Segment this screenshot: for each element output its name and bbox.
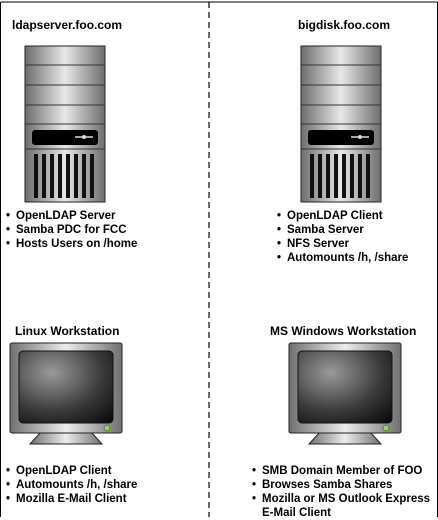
list-item: Automounts /h, /share <box>277 251 408 265</box>
list-item: Samba Server <box>277 223 408 237</box>
monitor-icon <box>9 342 123 445</box>
list-item: OpenLDAP Client <box>6 464 137 478</box>
list-item-continuation: E-Mail Client <box>262 507 332 519</box>
list-item: Automounts /h, /share <box>6 478 137 492</box>
power-led-icon <box>382 424 390 432</box>
list-item: SMB Domain Member of FOO <box>252 464 430 478</box>
server-hostname: ldapserver.foo.com <box>12 18 123 32</box>
power-led-icon <box>103 424 111 432</box>
list-item: Browses Samba Shares <box>252 478 430 492</box>
list-item: Mozilla or MS Outlook Express E-Mail Cli… <box>252 492 430 520</box>
workstation-title: MS Windows Workstation <box>270 324 417 338</box>
list-item: Mozilla E-Mail Client <box>6 492 137 506</box>
list-item: OpenLDAP Client <box>277 209 408 223</box>
server-tower-icon <box>24 45 106 203</box>
server-feature-list: OpenLDAP Client Samba Server NFS Server … <box>277 209 408 265</box>
workstation-feature-list: SMB Domain Member of FOO Browses Samba S… <box>252 464 430 520</box>
server-hostname: bigdisk.foo.com <box>298 18 391 32</box>
server-tower-icon <box>300 45 382 203</box>
monitor-icon <box>288 342 402 445</box>
list-item: NFS Server <box>277 237 408 251</box>
list-item: Hosts Users on /home <box>6 237 137 251</box>
list-item-text: Mozilla or MS Outlook Express <box>262 493 431 505</box>
workstation-title: Linux Workstation <box>15 324 120 338</box>
list-item: OpenLDAP Server <box>6 209 137 223</box>
server-feature-list: OpenLDAP Server Samba PDC for FCC Hosts … <box>6 209 137 251</box>
workstation-feature-list: OpenLDAP Client Automounts /h, /share Mo… <box>6 464 137 506</box>
list-item: Samba PDC for FCC <box>6 223 137 237</box>
